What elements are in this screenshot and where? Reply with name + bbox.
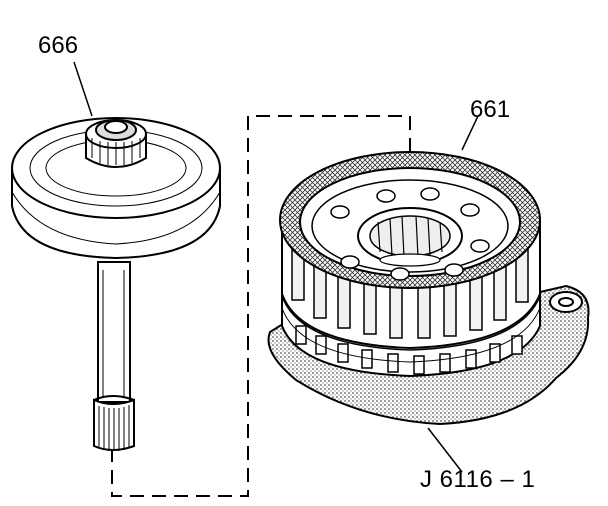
part-661-clutch-carrier [279,151,541,378]
tool-label-j6116-1: J 6116 – 1 [420,466,536,493]
part-666-drum-shaft [11,117,221,451]
leader-666 [73,61,93,117]
alignment-dashed-line [111,115,411,497]
leader-661 [461,115,479,151]
part-label-666: 666 [38,32,79,59]
part-label-661: 661 [470,96,511,123]
leader-tool [427,427,463,473]
